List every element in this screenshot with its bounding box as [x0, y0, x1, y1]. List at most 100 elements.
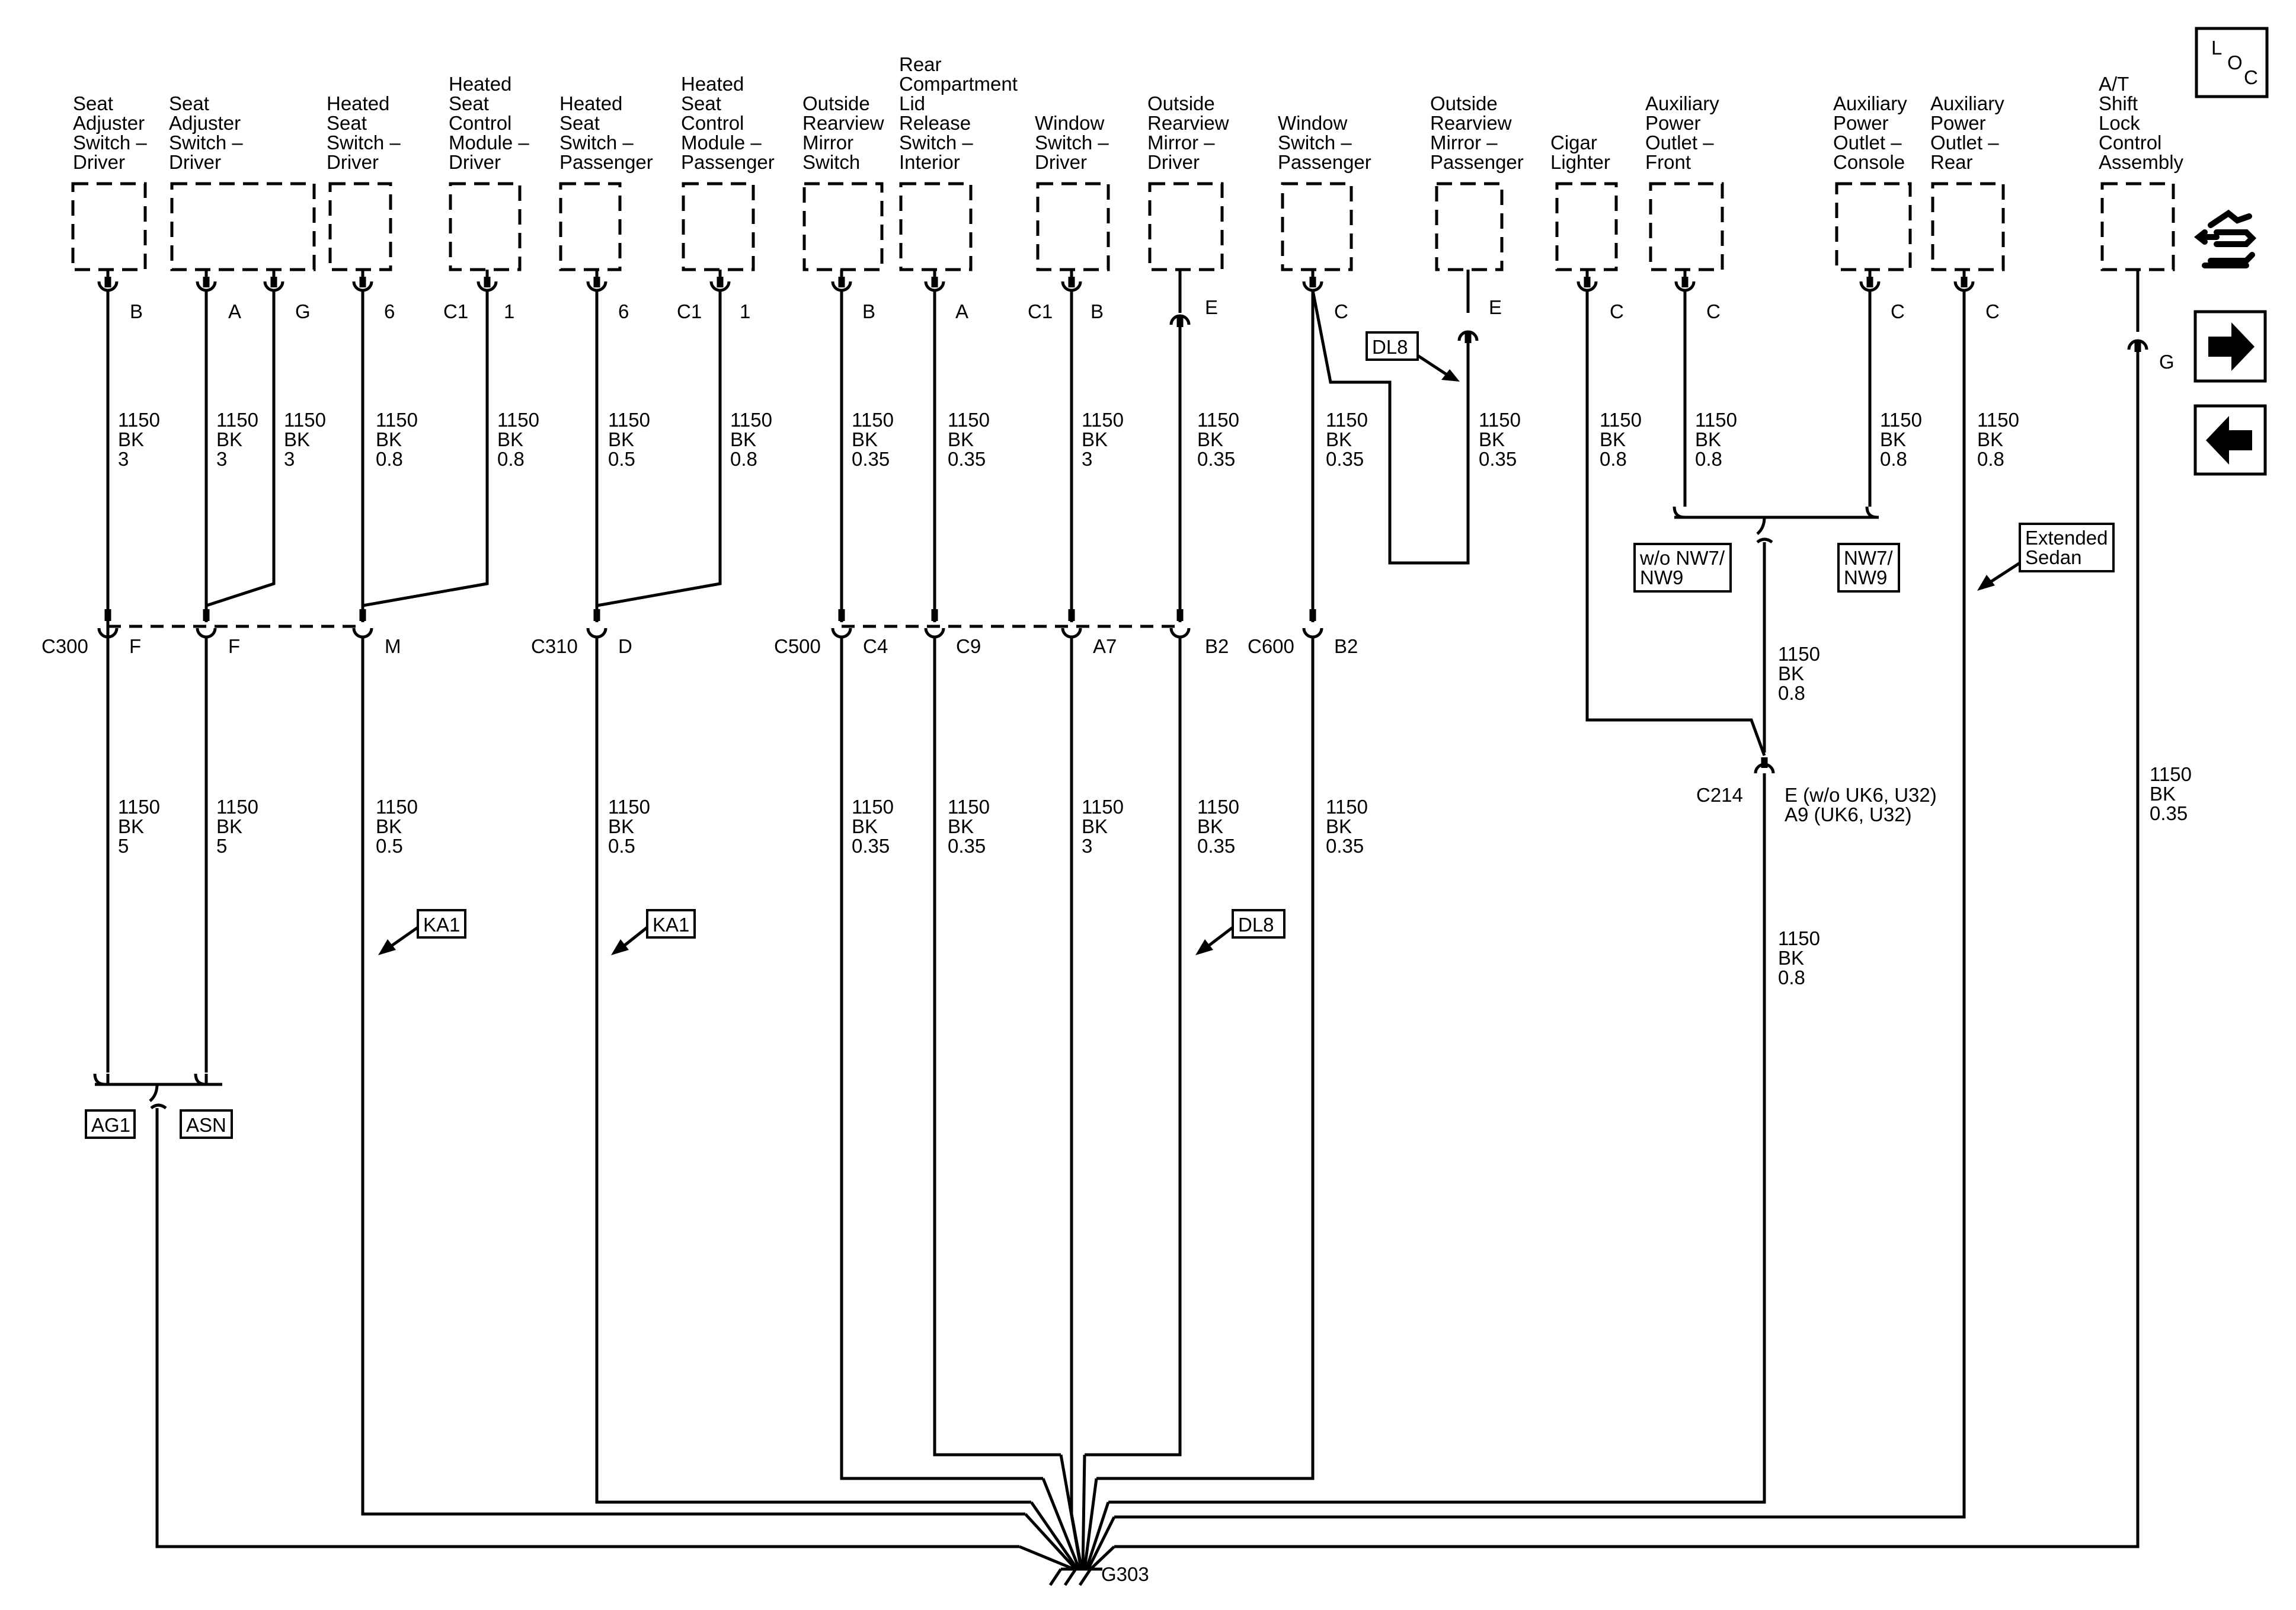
pointer	[1204, 926, 1234, 949]
svg-text:BK: BK	[1197, 428, 1223, 450]
ground-symbol	[1048, 1567, 1102, 1586]
label: Lid	[899, 92, 925, 114]
svg-text:DL8: DL8	[1372, 336, 1408, 358]
option-tag-without-nw7-nw9: w/o NW7/ NW9	[1633, 543, 1732, 593]
svg-text:BK: BK	[118, 428, 144, 450]
component-box	[71, 182, 147, 271]
component-seat-adjuster-driver-ag: Seat Adjuster Switch – Driver	[169, 92, 243, 173]
component-box	[1281, 182, 1353, 271]
svg-text:0.5: 0.5	[608, 448, 635, 470]
pin-label: G	[295, 300, 311, 322]
pin-label: C1	[443, 300, 468, 322]
label: Module –	[681, 132, 762, 153]
pin-label: 6	[618, 300, 629, 322]
label: Control	[449, 112, 511, 134]
svg-text:1150: 1150	[216, 796, 258, 818]
c214-connector: 1150 BK 0.8 C214 E (w/o UK6, U32) A9 (UK…	[1696, 643, 1937, 988]
svg-text:0.35: 0.35	[1326, 448, 1364, 470]
label: Power	[1930, 112, 1986, 134]
label: Adjuster	[73, 112, 145, 134]
loc-button[interactable]: L O C	[2195, 27, 2269, 98]
svg-text:ASN: ASN	[186, 1114, 226, 1136]
svg-text:1150: 1150	[1977, 409, 2019, 431]
label: Heated	[449, 73, 511, 95]
svg-text:BK: BK	[1326, 815, 1352, 837]
component-outside-mirror-driver: Outside Rearview Mirror – Driver	[1147, 92, 1229, 173]
label: Switch –	[73, 132, 147, 153]
label: Release	[899, 112, 971, 134]
label: Console	[1833, 151, 1905, 173]
svg-text:3: 3	[1082, 448, 1092, 470]
component-locator-icon[interactable]	[2193, 209, 2257, 268]
inline-cups	[97, 628, 1323, 639]
label: Front	[1645, 151, 1691, 173]
connector-pin: A9 (UK6, U32)	[1785, 804, 1912, 825]
wire-mirror-driver	[1085, 325, 1182, 1457]
label: Mirror –	[1147, 132, 1215, 153]
svg-text:0.8: 0.8	[497, 448, 525, 470]
label: Auxiliary	[1833, 92, 1907, 114]
svg-text:KA1: KA1	[423, 914, 460, 936]
svg-text:BK: BK	[118, 815, 144, 837]
svg-text:BK: BK	[1326, 428, 1352, 450]
svg-text:1150: 1150	[497, 409, 539, 431]
pointer	[620, 926, 648, 949]
arrowhead	[1195, 939, 1213, 955]
arrow-left-icon	[2206, 416, 2252, 465]
connector-pin: D	[618, 635, 632, 657]
label: Seat	[559, 112, 600, 134]
svg-text:BK: BK	[376, 815, 402, 837]
pin-label: 6	[384, 300, 395, 322]
svg-text:BK: BK	[216, 815, 242, 837]
label: Auxiliary	[1930, 92, 2004, 114]
svg-text:Extended: Extended	[2025, 527, 2108, 549]
component-box	[1555, 182, 1618, 271]
connector-name: C300	[41, 635, 88, 657]
svg-text:1150: 1150	[118, 796, 160, 818]
component-box	[1835, 182, 1912, 271]
next-page-button[interactable]	[2193, 310, 2267, 383]
svg-text:BK: BK	[1778, 662, 1804, 684]
inline-connector-labels: C300 F F M C310 D C500 C4 C9 A7 B2 C600 …	[41, 635, 1358, 657]
connector-pin: A7	[1093, 635, 1117, 657]
label: Rearview	[1430, 112, 1512, 134]
option-tag-dl8-lower: DL8	[1195, 909, 1285, 955]
arrowhead	[378, 939, 396, 955]
wire-outside-mirror-switch	[840, 292, 1043, 1480]
prev-page-button[interactable]	[2193, 404, 2267, 476]
pin-label: C1	[677, 300, 702, 322]
wire-rear-compartment	[933, 292, 1061, 1457]
label: Rear	[899, 53, 942, 75]
option-tag-ag1: AG1	[85, 1109, 136, 1139]
pin-stubs	[106, 270, 2140, 332]
pointer	[387, 926, 419, 950]
wire-window-passenger	[1096, 290, 1470, 1480]
label: Passenger	[1430, 151, 1524, 173]
component-box	[328, 182, 392, 271]
svg-text:0.8: 0.8	[1695, 448, 1722, 470]
pointer	[1987, 561, 2021, 585]
svg-text:0.35: 0.35	[1197, 835, 1235, 857]
option-tag-dl8-upper: DL8	[1366, 331, 1460, 382]
pin-label: E	[1205, 296, 1218, 318]
pin-label: A	[228, 300, 241, 322]
svg-text:1150: 1150	[1326, 409, 1368, 431]
svg-text:O: O	[2227, 52, 2243, 73]
wire-aux-outlets	[1683, 292, 1872, 507]
svg-text:L: L	[2211, 37, 2222, 59]
label: Assembly	[2099, 151, 2184, 173]
pin-label: C	[1334, 300, 1348, 322]
svg-text:1150: 1150	[948, 796, 990, 818]
svg-text:0.35: 0.35	[1479, 448, 1517, 470]
component-box	[1036, 182, 1110, 271]
svg-text:0.8: 0.8	[376, 448, 403, 470]
pin-label: C	[1891, 300, 1905, 322]
svg-text:BK: BK	[1082, 428, 1108, 450]
